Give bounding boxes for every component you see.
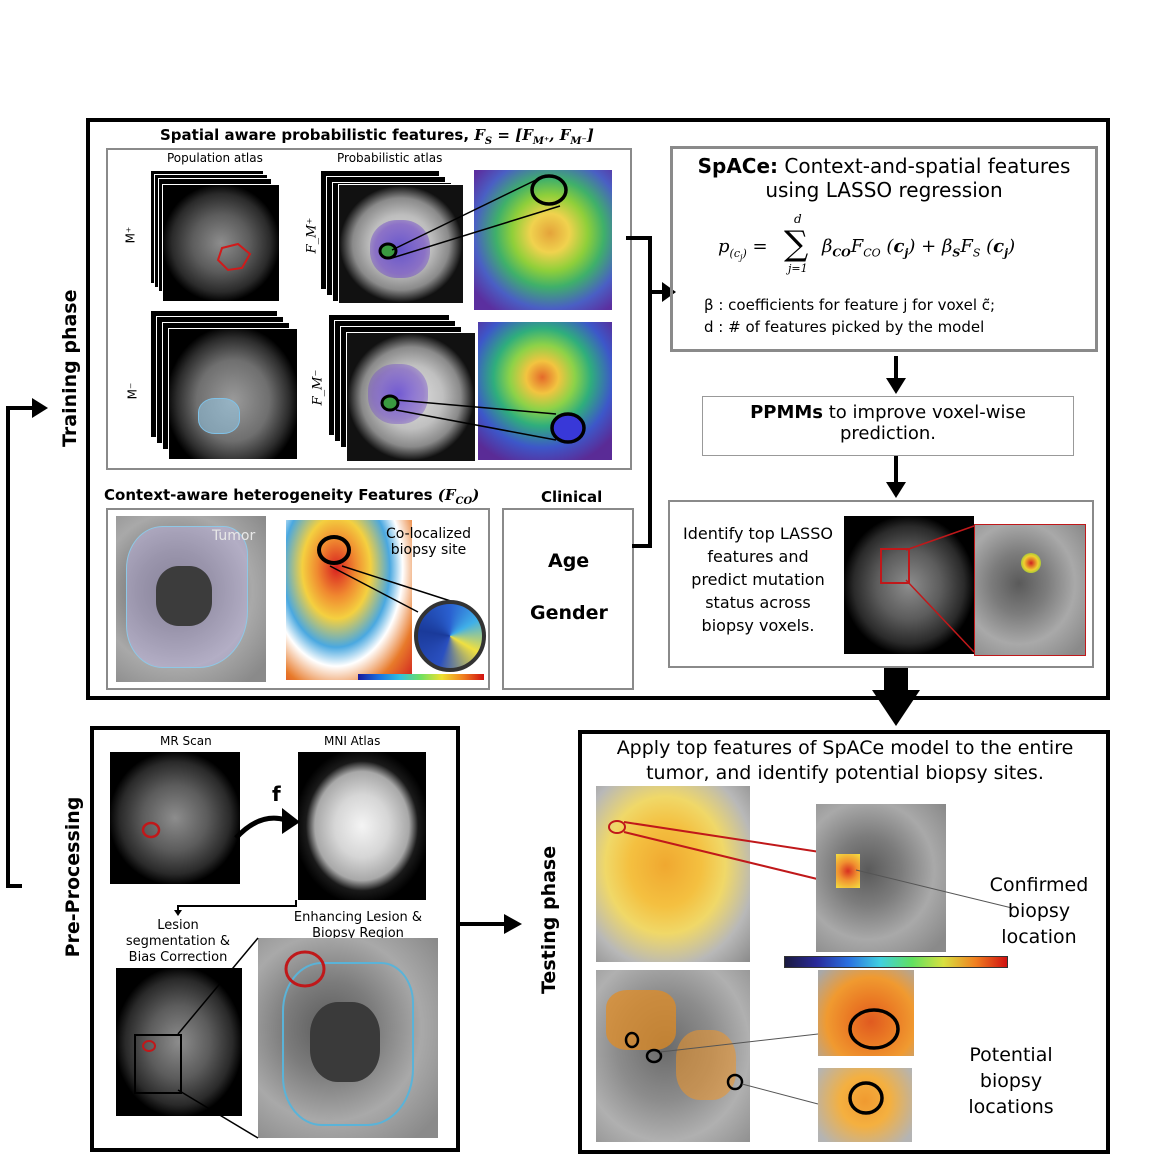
- mni-atlas-image: [298, 752, 426, 900]
- mr-scan-image: [110, 752, 240, 884]
- population-atlas-label: Population atlas: [167, 151, 263, 165]
- biopsy-circle-icon: [848, 1081, 884, 1115]
- biopsy-circle-icon: [608, 820, 626, 834]
- mni-atlas-label: MNI Atlas: [324, 734, 381, 748]
- roi-box: [134, 1034, 182, 1094]
- testing-phase-panel: [578, 730, 1110, 1154]
- prediction-mri-image: [844, 516, 974, 654]
- colocalized-label: Co-localized biopsy site: [386, 526, 472, 558]
- ppmm-text: PPMMs to improve voxel-wise prediction.: [750, 402, 1026, 444]
- biopsy-circle-icon: [380, 394, 400, 412]
- tumor-prediction-map: [596, 786, 750, 962]
- confirmed-biopsy-image: [816, 804, 946, 952]
- zoom-circle-icon: [530, 174, 568, 206]
- potential-site-zoom-1: [818, 970, 914, 1056]
- testing-title: Apply top features of SpACe model to the…: [616, 737, 1074, 784]
- biopsy-circle-icon: [848, 1008, 900, 1050]
- mri-axial-image: [162, 184, 280, 302]
- identify-box: [668, 500, 1094, 668]
- potential-site-zoom-2: [818, 1068, 912, 1142]
- space-model-title: SpACe: Context-and-spatial features usin…: [697, 154, 1071, 202]
- population-atlas-mminus-stack: [150, 310, 298, 460]
- spatial-features-formula: FS = [FM⁺, FM⁻]: [474, 126, 594, 147]
- clinical-frame: [502, 508, 634, 690]
- mri-axial-image: [168, 328, 298, 460]
- training-phase-panel: [86, 118, 1110, 700]
- potential-sites-map: [596, 970, 750, 1142]
- clinical-title: Clinical: [541, 488, 603, 506]
- lesion-outline: [282, 962, 414, 1126]
- spatial-features-frame: [106, 148, 632, 470]
- probabilistic-atlas-mplus-stack: [320, 170, 470, 306]
- space-model-box: [670, 146, 1098, 352]
- tumor-label: Tumor: [212, 528, 256, 544]
- beta-definition: β : coefficients for feature j for voxel…: [704, 296, 996, 314]
- registration-f-label: f: [272, 782, 281, 806]
- probabilistic-atlas-label: Probabilistic atlas: [337, 151, 443, 165]
- enhancing-lesion-image: [258, 938, 438, 1138]
- preprocessing-panel: [90, 726, 460, 1152]
- colorbar: [784, 956, 1008, 968]
- biopsy-circle-icon: [142, 1040, 156, 1052]
- clinical-item-age: Age: [548, 550, 590, 572]
- population-atlas-mplus-stack: [150, 170, 280, 302]
- tumor-overlay-blue: [198, 398, 240, 434]
- context-features-formula: (FCO): [437, 486, 480, 507]
- context-features-frame: [106, 508, 490, 690]
- probabilistic-atlas-mminus-stack: [328, 314, 478, 464]
- mr-scan-label: MR Scan: [160, 734, 212, 748]
- biopsy-circle-icon: [378, 242, 398, 260]
- prediction-zoomed-image: [974, 524, 1086, 656]
- d-definition: d : # of features picked by the model: [704, 318, 985, 336]
- enhancing-lesion-label: Enhancing Lesion & Biopsy Region: [293, 910, 423, 941]
- zoomed-probability-map-mplus: [474, 170, 612, 310]
- colocalized-biopsy-circle-icon: [317, 535, 351, 565]
- biopsy-circle-icon: [141, 821, 161, 839]
- tumor-outline-red: [216, 242, 252, 272]
- zoom-circle-icon: [550, 412, 586, 444]
- biopsy-region-circle-icon: [284, 950, 326, 988]
- prediction-zoom-box: [880, 548, 910, 584]
- zoomed-heterogeneity-circle: [414, 600, 486, 672]
- zoomed-probability-map-mminus: [478, 322, 612, 460]
- confirmed-biopsy-label: Confirmed biopsy location: [989, 874, 1089, 948]
- context-features-title: Context-aware heterogeneity Features (FC…: [104, 486, 480, 507]
- tumor-mri-crop: [116, 516, 266, 682]
- clinical-item-gender: Gender: [530, 602, 608, 624]
- predicted-voxels-overlay: [1021, 553, 1041, 573]
- biopsy-voxel-overlay: [836, 854, 860, 888]
- spatial-features-title: Spatial aware probabilistic features, FS…: [160, 126, 594, 147]
- lesion-segmentation-label: Lesion segmentation & Bias Correction: [125, 918, 231, 965]
- identify-text: Identify top LASSO features and predict …: [683, 524, 833, 635]
- colorbar: [358, 674, 484, 680]
- ppmm-box: [702, 396, 1074, 456]
- potential-biopsy-label: Potential biopsy locations: [968, 1044, 1054, 1118]
